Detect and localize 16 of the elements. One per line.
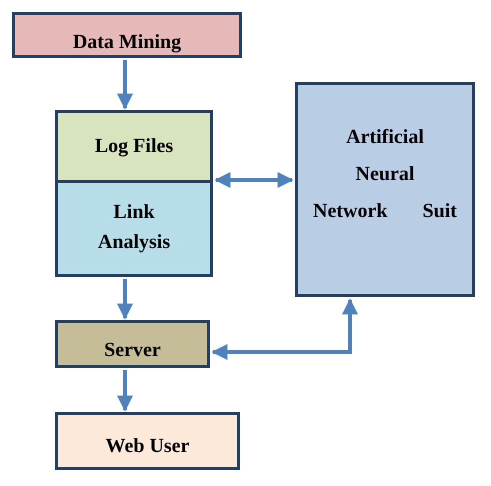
arrow (211, 298, 358, 360)
process-box (12, 12, 242, 58)
process-box (295, 82, 475, 297)
arrow (117, 279, 133, 320)
arrow (214, 172, 294, 188)
node-label: Server (103, 338, 162, 363)
arrow (117, 60, 133, 110)
node-label: Artificial Neural Network Suit (312, 125, 458, 224)
node-label: Link Analysis (96, 200, 172, 255)
process-box (55, 180, 213, 277)
node-label: Log Files (94, 134, 174, 159)
process-box (55, 110, 213, 183)
node-label: Web User (104, 434, 190, 459)
node-label: Data Mining (72, 30, 182, 55)
process-box (55, 412, 240, 470)
process-box (55, 320, 210, 368)
